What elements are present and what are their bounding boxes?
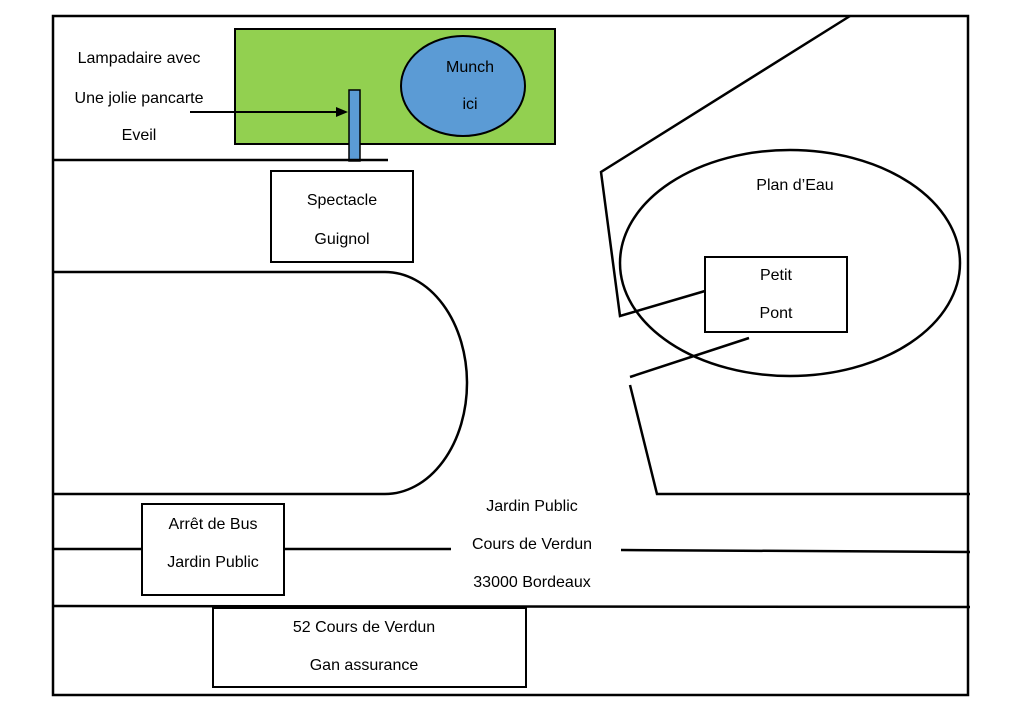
path-angled-bottom: [629, 336, 750, 379]
petit-pont-box: [704, 256, 848, 333]
lamp-arrow-head: [336, 107, 348, 117]
lamp-label-line2: Une jolie pancarte: [75, 90, 204, 107]
munch-label-line1: Munch: [446, 59, 494, 76]
lamp-label-line3: Eveil: [122, 127, 157, 144]
jardin-label-line1: Jardin Public: [486, 498, 578, 515]
petit-pont-label-line1: Petit: [760, 267, 793, 284]
bus-stop-box: [141, 503, 285, 596]
munch-pond: [400, 35, 526, 137]
munch-label-line2: ici: [462, 96, 477, 113]
jardin-label-line2: Cours de Verdun: [472, 536, 592, 553]
map-border: [51, 14, 970, 697]
bus-stop-label-line1: Arrêt de Bus: [169, 516, 258, 533]
path-angled-lower: [628, 384, 970, 496]
road-bottom-line: [52, 604, 971, 609]
lamp-label-line1: Lampadaire avec: [78, 50, 201, 67]
plan-eau-ellipse: [618, 148, 962, 378]
lamp-post: [348, 89, 361, 162]
lawn-shape: [53, 270, 469, 496]
spectacle-label-line1: Spectacle: [307, 192, 377, 209]
gan-assurance-box: [212, 607, 527, 688]
gan-label-line2: Gan assurance: [310, 657, 419, 674]
jardin-label-line3: 33000 Bordeaux: [473, 574, 590, 591]
path-angled-top: [599, 14, 851, 318]
spectacle-label-line2: Guignol: [314, 231, 369, 248]
road-center-line-right: [620, 548, 971, 554]
petit-pont-label-line2: Pont: [760, 305, 793, 322]
gan-label-line1: 52 Cours de Verdun: [293, 619, 435, 636]
plan-eau-label: Plan d’Eau: [756, 177, 833, 194]
bus-stop-label-line2: Jardin Public: [167, 554, 259, 571]
spectacle-box: [270, 170, 414, 263]
